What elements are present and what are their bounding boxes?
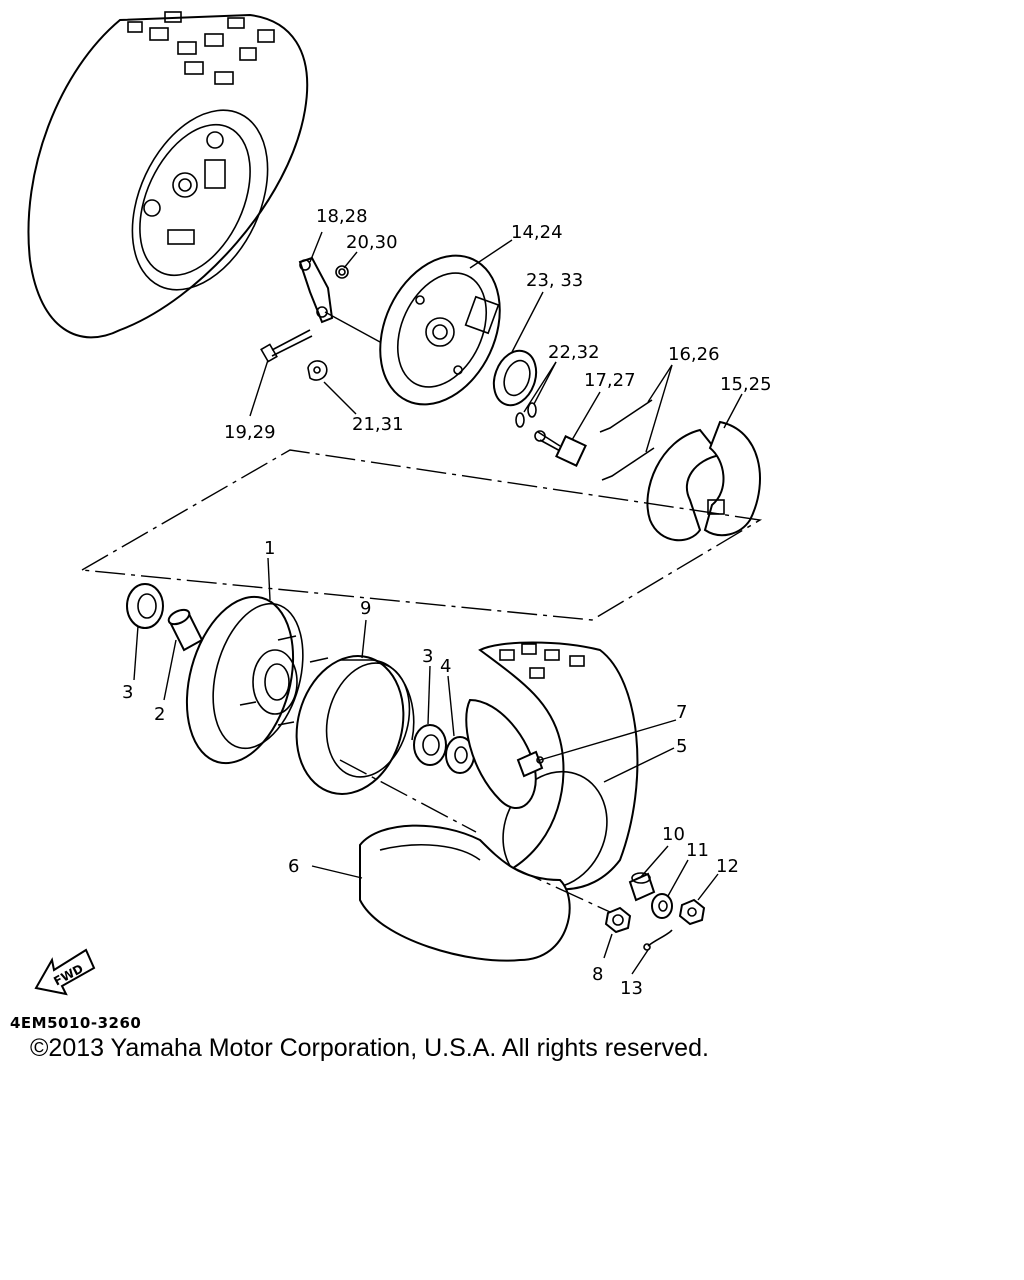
brake-cam-lever <box>260 256 381 381</box>
cotter-pin-13 <box>643 929 673 951</box>
callout-7: 7 <box>676 702 687 723</box>
bearing-left <box>126 583 164 629</box>
rim-tread <box>499 643 585 679</box>
callout-2: 2 <box>154 704 165 725</box>
assembly-frame <box>81 449 763 621</box>
callout-9: 9 <box>360 598 371 619</box>
callout-6: 6 <box>288 856 299 877</box>
tire-inner-half <box>359 698 571 962</box>
bearing-right <box>413 724 447 766</box>
brake-shoes <box>646 420 761 542</box>
spacer <box>167 608 204 652</box>
callout-18-28: 18,28 <box>316 206 368 227</box>
callout-17-27: 17,27 <box>584 370 636 391</box>
o-rings <box>515 402 537 428</box>
callout-16-26: 16,26 <box>668 344 720 365</box>
castle-nut-12 <box>678 898 706 926</box>
callout-10: 10 <box>662 824 685 845</box>
hub-studs <box>239 635 329 726</box>
callout-21-31: 21,31 <box>352 414 404 435</box>
wheel-ring <box>295 655 415 795</box>
leader-lines <box>133 231 743 975</box>
callout-12: 12 <box>716 856 739 877</box>
callout-11: 11 <box>686 840 709 861</box>
callout-15-25: 15,25 <box>720 374 772 395</box>
callout-4: 4 <box>440 656 451 677</box>
copyright-notice: ©2013 Yamaha Motor Corporation, U.S.A. A… <box>30 1034 709 1062</box>
callout-3-left: 3 <box>122 682 133 703</box>
callout-5: 5 <box>676 736 687 757</box>
callout-labels: 18,28 20,30 14,24 23, 33 22,32 16,26 17,… <box>122 206 772 999</box>
callout-13: 13 <box>620 978 643 999</box>
spacer-10 <box>628 872 656 902</box>
callout-8: 8 <box>592 964 603 985</box>
callout-14-24: 14,24 <box>511 222 563 243</box>
callout-22-32: 22,32 <box>548 342 600 363</box>
oil-seal <box>492 349 538 407</box>
valve-stem <box>516 750 544 778</box>
callout-19-29: 19,29 <box>224 422 276 443</box>
tire-wheel-assembly <box>27 11 309 339</box>
brake-camshaft <box>534 430 587 467</box>
tire-tread <box>127 11 275 85</box>
callout-1: 1 <box>264 538 275 559</box>
brake-shoe-plate <box>379 254 501 406</box>
return-springs <box>599 399 655 481</box>
callout-23-33: 23, 33 <box>526 270 583 291</box>
wheel-hub <box>185 595 329 765</box>
callout-3-right: 3 <box>422 646 433 667</box>
forward-arrow-icon: FWD <box>34 948 96 996</box>
drawing-code: 4EM5010-3260 <box>10 1014 142 1032</box>
washer-11 <box>651 893 673 919</box>
nut-8 <box>604 906 632 934</box>
callout-20-30: 20,30 <box>346 232 398 253</box>
